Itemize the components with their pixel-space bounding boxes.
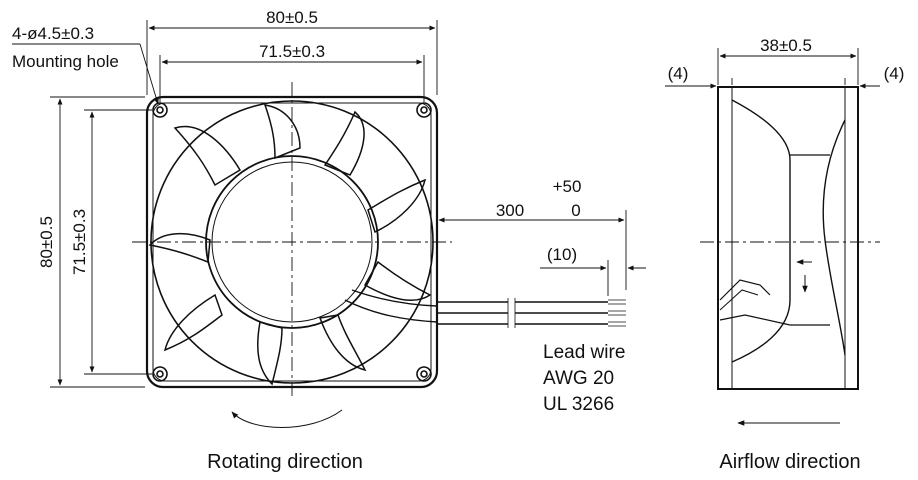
lead-wires xyxy=(437,298,626,328)
wire-strip: (10) xyxy=(547,245,577,264)
wire-length: 300 xyxy=(496,201,524,220)
side-view xyxy=(700,86,880,390)
hole-label: Mounting hole xyxy=(12,52,119,71)
wire-spec-line3: UL 3266 xyxy=(543,394,614,415)
side-flange-right: (4) xyxy=(884,64,905,83)
wire-tol-lower: 0 xyxy=(571,201,580,220)
side-flange-left: (4) xyxy=(668,64,689,83)
front-dimensions xyxy=(12,20,646,388)
rotating-caption: Rotating direction xyxy=(207,451,363,473)
fan-blades xyxy=(148,104,432,386)
side-depth: 38±0.5 xyxy=(760,36,812,55)
mounting-holes xyxy=(152,102,432,382)
airflow-caption: Airflow direction xyxy=(719,451,860,473)
dim-height-holes: 71.5±0.3 xyxy=(70,209,89,275)
side-dimensions xyxy=(665,48,880,89)
wire-spec-line2: AWG 20 xyxy=(543,368,614,389)
dim-width-holes: 71.5±0.3 xyxy=(259,42,325,61)
rotation-arrow xyxy=(231,409,343,428)
center-lines xyxy=(132,82,452,400)
hole-spec: 4-ø4.5±0.3 xyxy=(12,24,94,43)
wire-tol-upper: +50 xyxy=(553,177,582,196)
wire-channel xyxy=(351,289,438,307)
wire-spec-line1: Lead wire xyxy=(543,342,625,363)
dim-width-overall: 80±0.5 xyxy=(266,8,318,27)
side-outline xyxy=(717,86,859,390)
front-view xyxy=(132,82,452,400)
dim-height-overall: 80±0.5 xyxy=(37,216,56,268)
